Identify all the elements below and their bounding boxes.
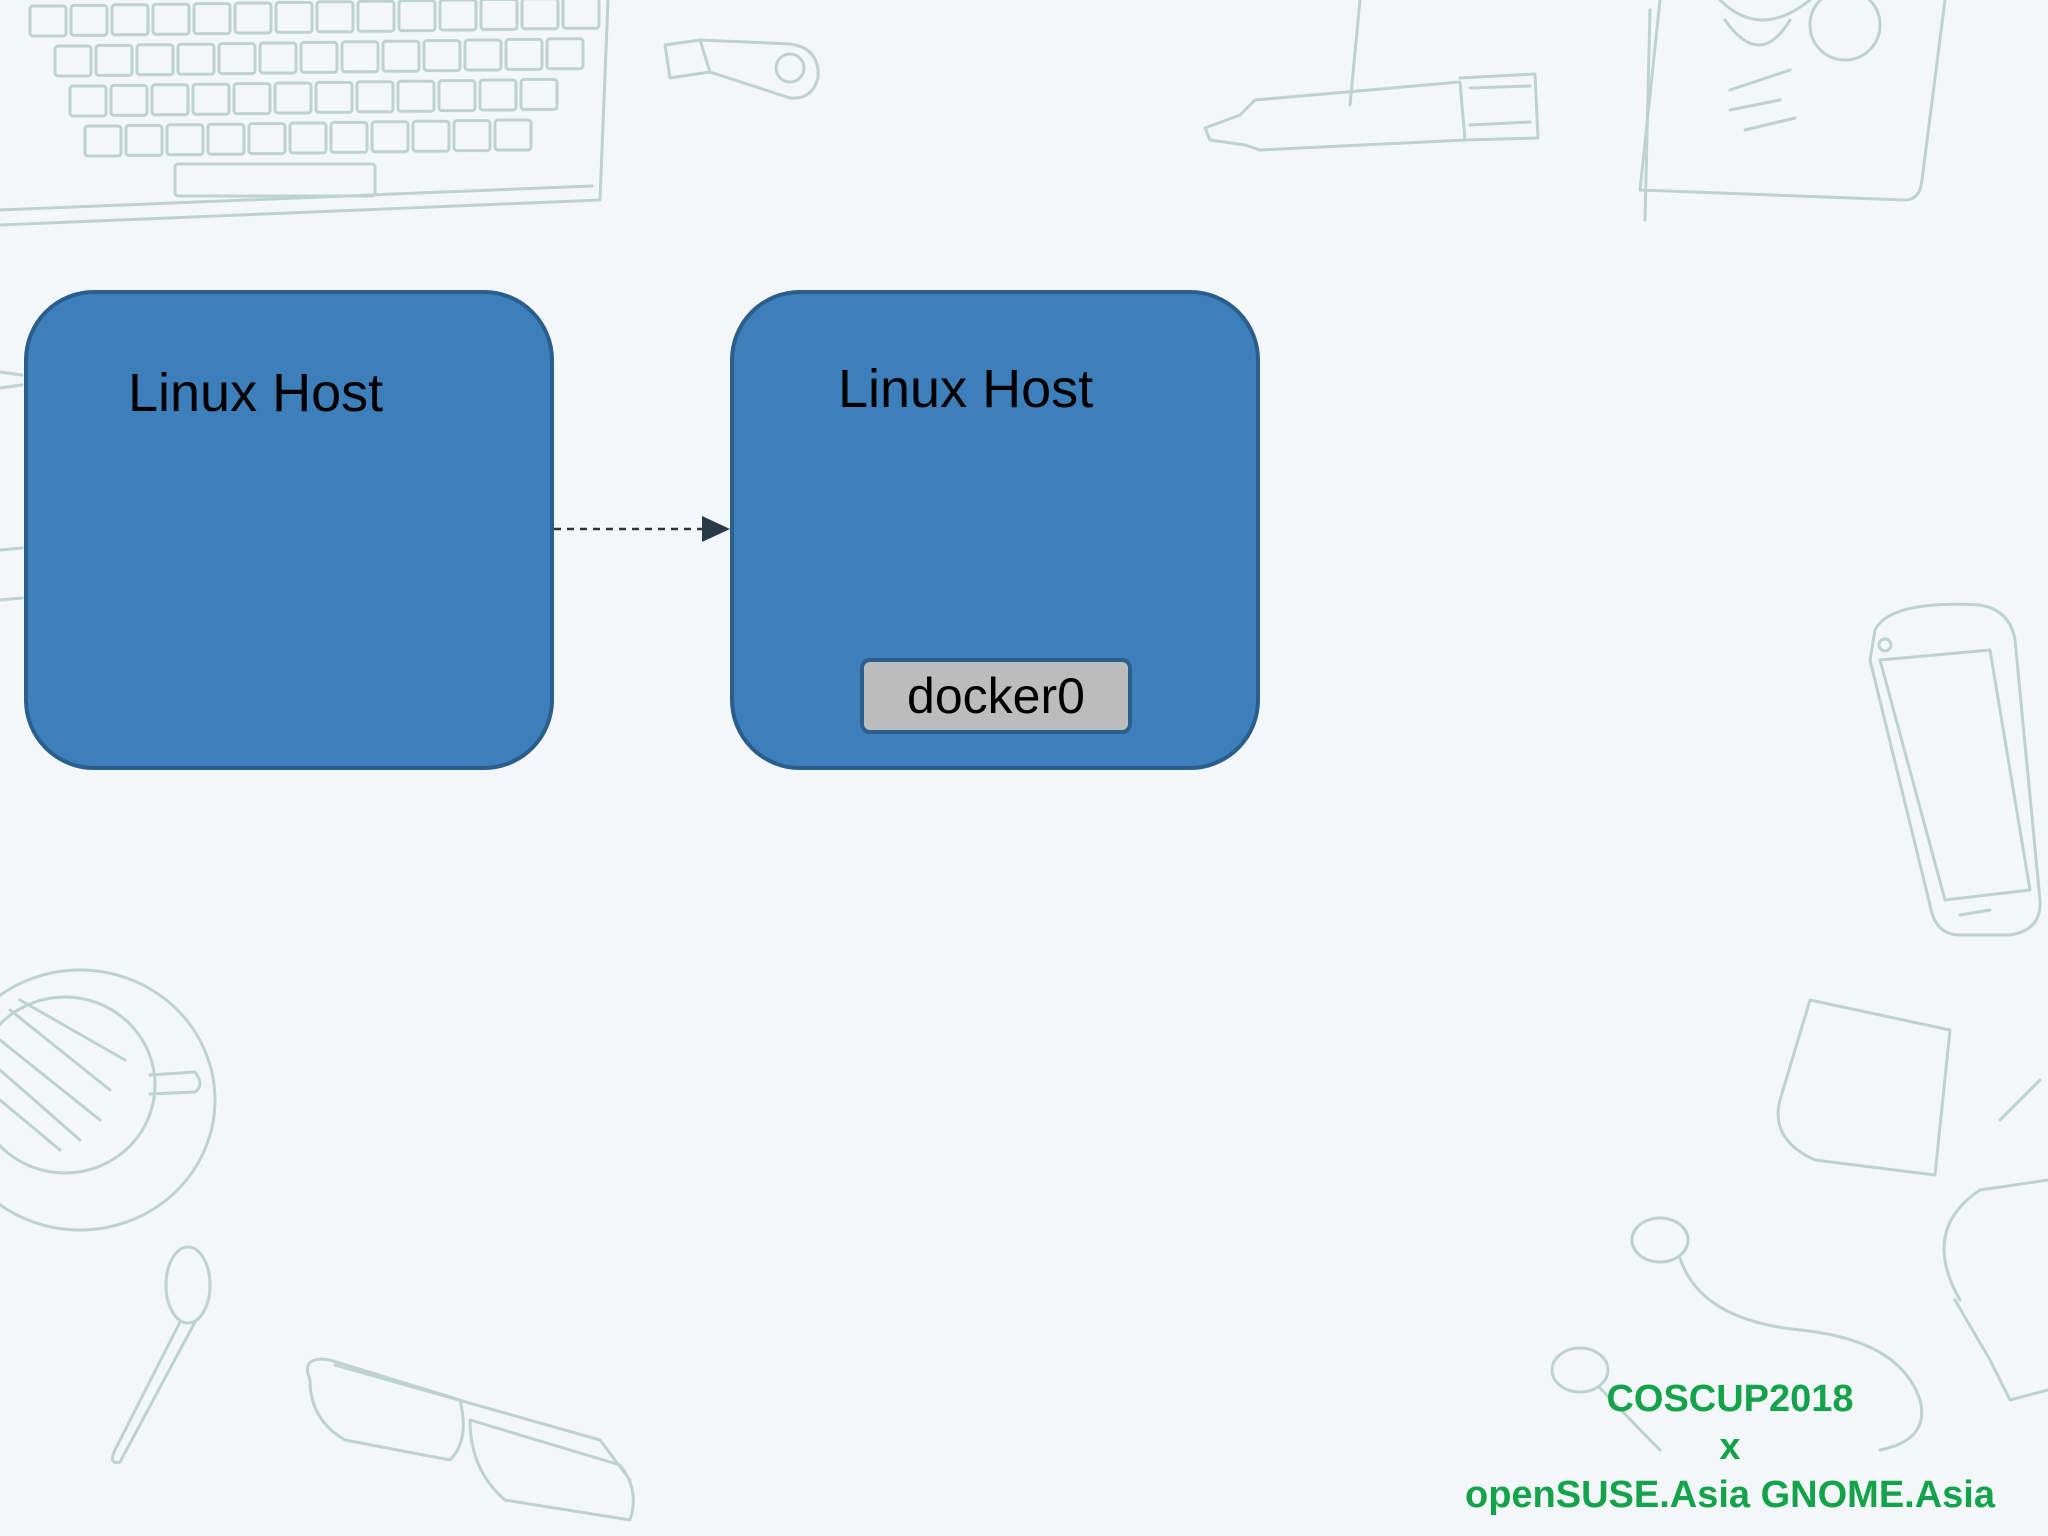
keyboard-key <box>94 43 134 77</box>
keyboard-key <box>274 0 314 34</box>
host-label-left: Linux Host <box>128 363 384 423</box>
keyboard-key <box>493 118 533 152</box>
keyboard-key <box>247 122 287 156</box>
footer-line-1: COSCUP2018 <box>1606 1378 1854 1420</box>
keyboard-key <box>478 78 518 112</box>
keyboard-key <box>299 40 339 74</box>
marker-doodle-icon <box>1203 72 1540 152</box>
keyboard-key <box>110 3 150 37</box>
keyboard-key <box>124 123 164 157</box>
keyboard-key <box>135 43 175 77</box>
keyboard-key <box>69 3 109 37</box>
keyboard-key <box>109 83 149 117</box>
keyboard-key <box>83 124 123 158</box>
keyboard-key <box>258 41 298 75</box>
keyboard-key <box>53 44 93 78</box>
keyboard-key <box>68 84 108 118</box>
keyboard-key <box>217 42 257 76</box>
keyboard-key <box>288 121 328 155</box>
keyboard-key <box>370 120 410 154</box>
footer-line-3: openSUSE.Asia GNOME.Asia <box>1464 1474 1995 1516</box>
keyboard-key <box>329 120 369 154</box>
keyboard-key <box>232 82 272 116</box>
phone-doodle-icon <box>1868 602 2042 937</box>
keyboard-key <box>273 81 313 115</box>
keyboard-key <box>422 39 462 73</box>
keyboard-key <box>355 80 395 114</box>
keyboard-key <box>340 40 380 74</box>
keyboard-key <box>463 38 503 72</box>
keyboard-key <box>396 79 436 113</box>
keyboard-key <box>479 0 519 31</box>
earphones-doodle-icon <box>1550 1078 2048 1452</box>
keyboard-key <box>176 42 216 76</box>
keyboard-key <box>314 80 354 114</box>
keyboard-key <box>545 37 585 71</box>
keyboard-key <box>151 2 191 36</box>
keyboard-key <box>28 4 68 38</box>
keyboard-key <box>520 0 560 31</box>
arrow-head <box>702 516 730 542</box>
sticky-note-doodle-icon <box>1776 998 1952 1177</box>
footer-line-2: x <box>1719 1426 1741 1468</box>
keyboard-key <box>381 39 421 73</box>
linux-host-box-right: Linux Host docker0 <box>730 290 1260 770</box>
docker0-bridge-box: docker0 <box>860 658 1132 734</box>
notebook-doodle-icon <box>1348 0 1947 222</box>
usb-drive-doodle-icon <box>663 38 820 100</box>
keyboard-key <box>206 122 246 156</box>
keyboard-key <box>452 119 492 153</box>
keyboard-key <box>356 0 396 33</box>
linux-host-box-left: Linux Host <box>24 290 554 770</box>
keyboard-key <box>315 0 355 34</box>
keyboard-spacebar <box>173 162 377 198</box>
keyboard-key <box>437 79 477 113</box>
conference-footer: COSCUP2018 x openSUSE.Asia GNOME.Asia <box>1380 1375 2048 1519</box>
keyboard-key <box>397 0 437 33</box>
keyboard-key <box>165 123 205 157</box>
keyboard-key <box>191 82 231 116</box>
keyboard-key <box>438 0 478 32</box>
keyboard-key <box>519 77 559 111</box>
keyboard-key <box>561 0 601 30</box>
keyboard-doodle-icon <box>0 0 610 227</box>
keyboard-key <box>150 83 190 117</box>
keyboard-key <box>233 1 273 35</box>
coffee-cup-doodle-icon <box>0 968 217 1232</box>
host-label-right: Linux Host <box>838 359 1094 419</box>
keyboard-key <box>504 37 544 71</box>
spoon-doodle-icon <box>110 1245 212 1464</box>
keyboard-key <box>411 119 451 153</box>
glasses-doodle-icon <box>306 1357 635 1522</box>
keyboard-key <box>192 2 232 36</box>
connection-arrow <box>554 516 730 542</box>
